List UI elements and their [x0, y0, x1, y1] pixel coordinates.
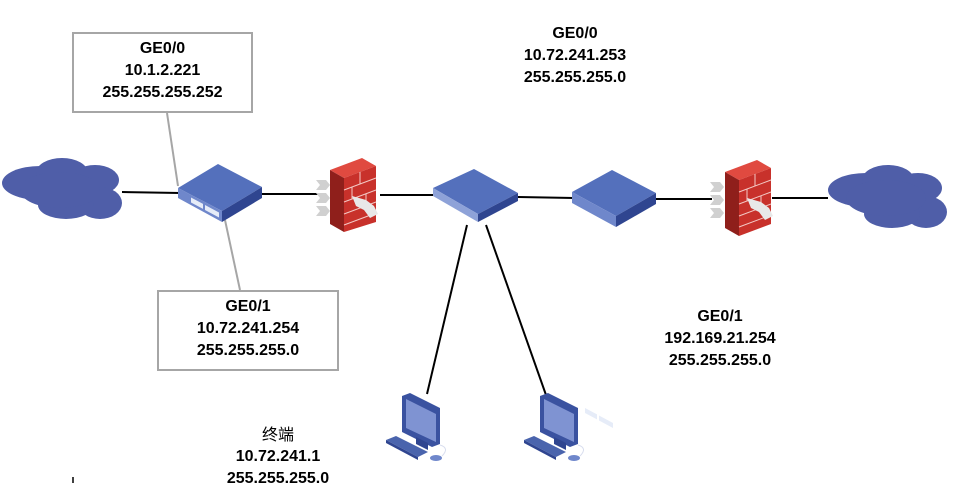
callout-line-ge01 [224, 219, 241, 291]
cloud-icon [828, 165, 947, 228]
router-icon [572, 170, 656, 428]
firewall-icon [316, 158, 378, 232]
link-cloud-left-router-left [121, 191, 181, 194]
callout-left-ge01: GE0/1 10.72.241.254 255.255.255.0 [157, 290, 339, 371]
label-right-ge01: GE0/1 192.169.21.254 255.255.255.0 [645, 306, 795, 372]
interface-name: GE0/0 [139, 40, 186, 57]
subnet-mask: 255.255.255.0 [226, 470, 330, 487]
subnet-mask: 255.255.255.0 [523, 69, 627, 86]
cloud-icon [2, 158, 122, 219]
label-right-ge00: GE0/0 10.72.241.253 255.255.255.0 [500, 23, 650, 89]
switch-icon [433, 169, 518, 222]
ip-address: 10.72.241.253 [523, 47, 627, 64]
ip-address: 10.1.2.221 [124, 62, 201, 79]
link-switch-pc-right [485, 224, 547, 396]
ip-address: 192.169.21.254 [664, 330, 776, 347]
interface-name: GE0/1 [225, 298, 271, 315]
links [121, 191, 828, 396]
firewall-icon [710, 160, 773, 236]
terminal-name: 终端 [261, 425, 294, 444]
label-terminal: 终端 10.72.241.1 255.255.255.0 [203, 424, 353, 490]
router-icon [178, 164, 262, 222]
callout-left-ge00: GE0/0 10.1.2.221 255.255.255.252 [72, 32, 253, 113]
ip-address: 10.72.241.1 [235, 448, 321, 465]
subnet-mask: 255.255.255.0 [668, 352, 772, 369]
interface-name: GE0/1 [697, 308, 743, 325]
interface-name: GE0/0 [552, 25, 598, 42]
subnet-mask: 255.255.255.0 [196, 342, 300, 359]
ip-address: 10.72.241.254 [196, 320, 300, 337]
link-switch-router-right [517, 196, 575, 199]
computer-icon [524, 393, 584, 461]
callout-line-ge00 [166, 112, 179, 187]
link-switch-pc-left [426, 224, 468, 395]
subnet-mask: 255.255.255.252 [102, 84, 223, 101]
computer-icon [386, 393, 446, 461]
